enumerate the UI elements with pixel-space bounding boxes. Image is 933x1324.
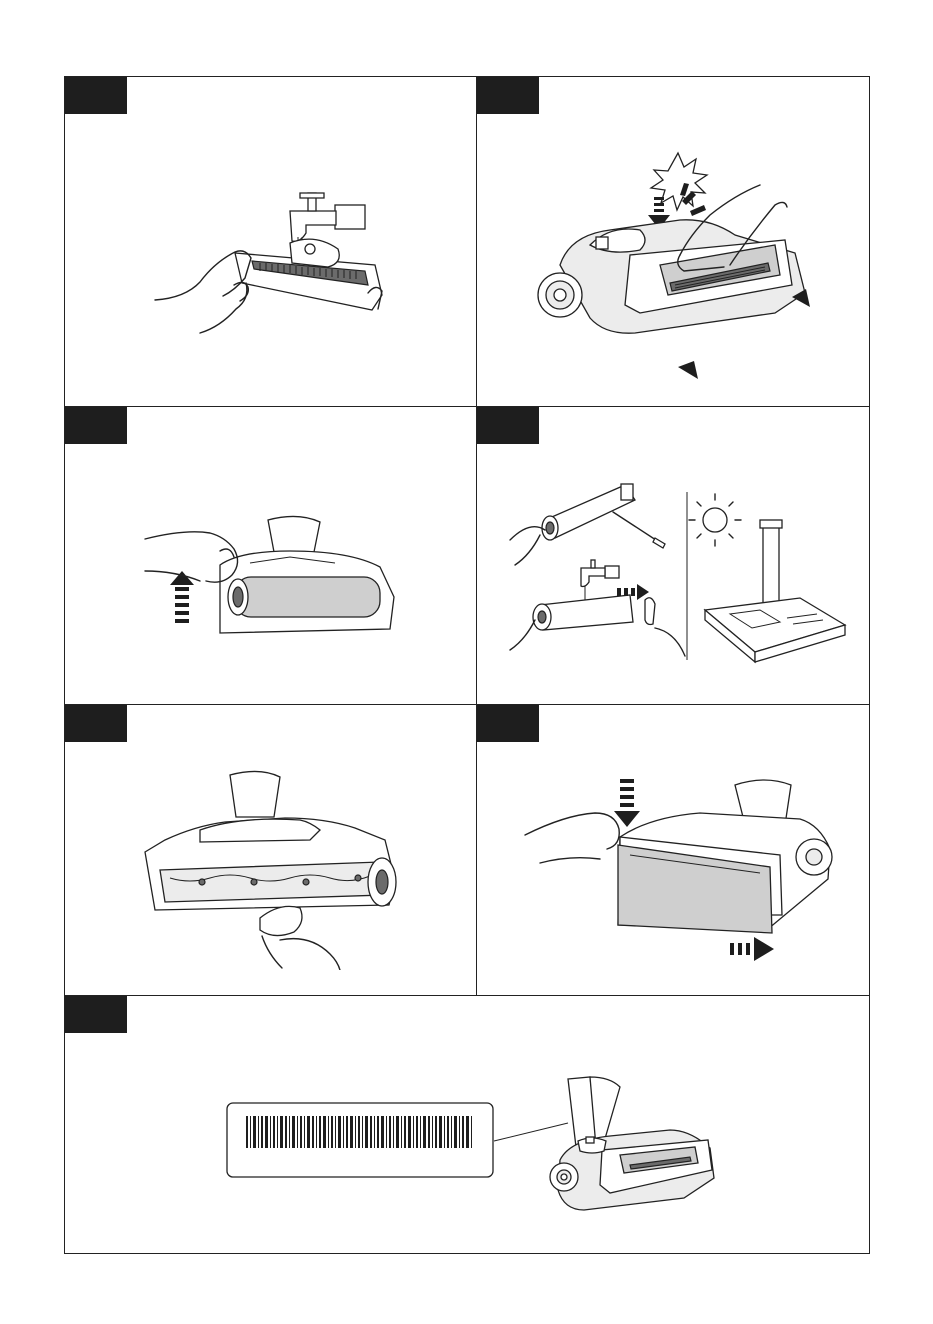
serial-label (226, 1102, 494, 1178)
step-tab-3 (65, 407, 127, 444)
panel-3-illustration (140, 515, 410, 645)
row-divider-3 (64, 995, 870, 996)
dashed-arrow-icon (170, 571, 194, 623)
panel-6-illustration (520, 775, 840, 970)
row-divider-2 (64, 704, 870, 705)
panel-1-illustration (150, 185, 390, 340)
step-tab-5 (65, 705, 127, 742)
step-tab-6 (477, 705, 539, 742)
click-burst-icon (651, 153, 707, 210)
step-tab-2 (477, 77, 539, 114)
row-divider-1 (64, 406, 870, 407)
step-tab-7 (65, 996, 127, 1033)
sun-icon (689, 494, 741, 546)
column-divider (476, 76, 477, 995)
step-tab-1 (65, 77, 127, 114)
step-tab-4 (477, 407, 539, 444)
panel-2-illustration (530, 145, 820, 385)
panel-4-illustration (505, 480, 855, 665)
dashed-arrow-icon (614, 779, 640, 827)
panel-5-illustration (140, 770, 410, 970)
dashed-arrow-icon (730, 937, 774, 961)
panel-7-illustration (490, 1075, 730, 1215)
